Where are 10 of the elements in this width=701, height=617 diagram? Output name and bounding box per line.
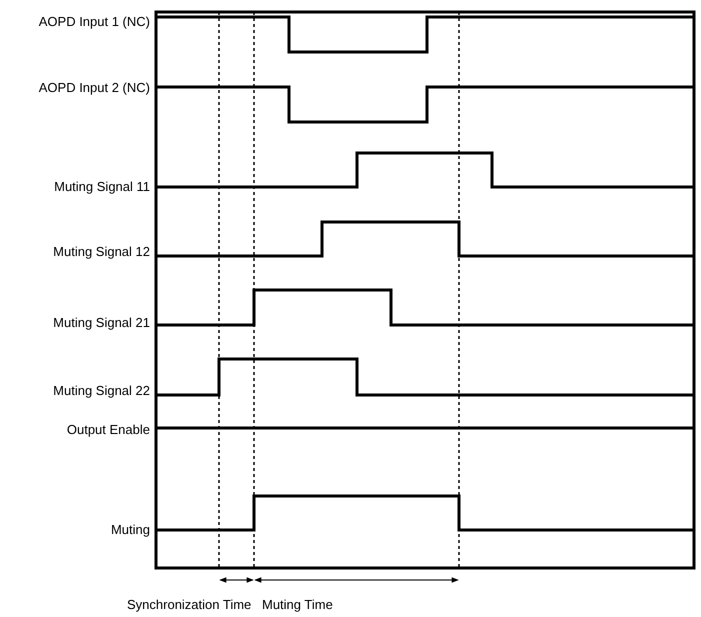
signal-name: Muting bbox=[110, 522, 150, 538]
signal-name: AOPD Input 2 (NC) bbox=[38, 80, 150, 96]
dimension-label: Muting Time bbox=[262, 597, 333, 613]
signal-name: Muting Signal 11 bbox=[54, 179, 150, 195]
signal-name: Muting Signal 21 bbox=[53, 315, 150, 331]
dimension-label: Synchronization Time bbox=[127, 597, 252, 613]
signal-name: AOPD Input 1 (NC) bbox=[38, 14, 150, 30]
signal-name: Muting Signal 22 bbox=[53, 383, 150, 399]
signal-name: Muting Signal 12 bbox=[53, 244, 150, 260]
signal-name: Output Enable bbox=[66, 422, 150, 438]
